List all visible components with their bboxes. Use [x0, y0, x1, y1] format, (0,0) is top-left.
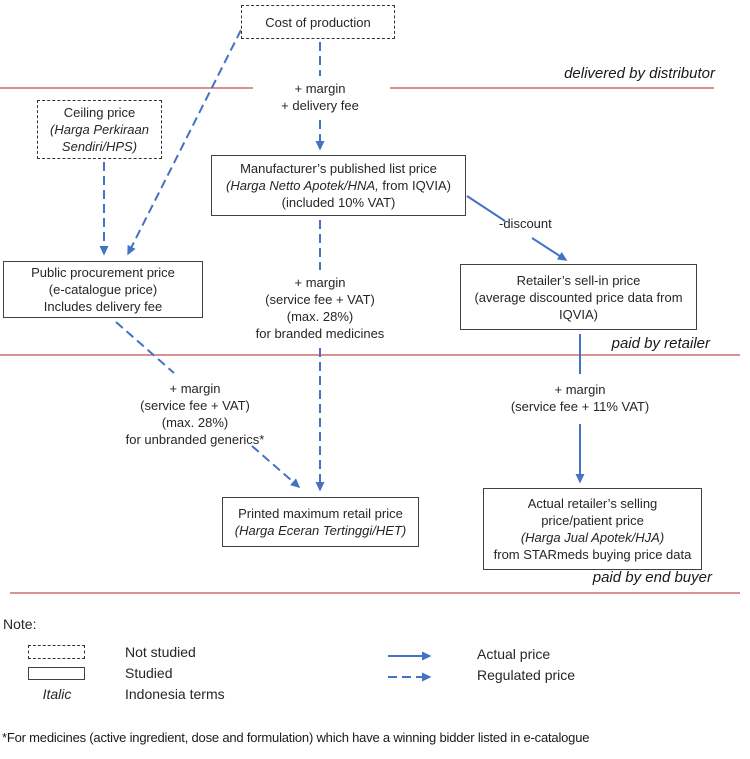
- procurement-to-het-arrow-upper: [115, 321, 175, 374]
- manufacturer-to-sellin-arrow-lower: [531, 237, 568, 261]
- indonesian-term: Sendiri/HPS): [61, 139, 138, 154]
- indonesian-term: (Harga Netto Apotek/HNA,: [226, 178, 379, 193]
- box-line: Cost of production: [265, 14, 371, 30]
- margin-delivery-label: + margin + delivery fee: [250, 80, 390, 114]
- label-line: (service fee + VAT): [265, 292, 375, 307]
- box-line: IQVIA): [558, 306, 598, 322]
- label-line: + margin: [294, 275, 346, 290]
- box-line: Printed maximum retail price: [238, 506, 403, 521]
- box-line: price/patient price: [541, 513, 644, 528]
- label-line: for branded medicines: [255, 326, 385, 341]
- indonesian-term: (Harga Jual Apotek/HJA): [520, 530, 665, 545]
- box-line: (Harga Netto Apotek/HNA, from IQVIA): [212, 177, 465, 194]
- label-line: (service fee + VAT): [140, 398, 250, 413]
- legend-indonesia-terms-label: Indonesia terms: [125, 686, 225, 702]
- legend-studied-label: Studied: [125, 665, 173, 681]
- italic-key-label: Italic: [42, 686, 72, 702]
- cost-of-production-box: Cost of production: [241, 5, 395, 39]
- section-paid-by-end-buyer: paid by end buyer: [592, 569, 712, 586]
- box-line: (e-catalogue price): [48, 282, 158, 297]
- box-line-rest: from IQVIA): [378, 178, 451, 193]
- ceiling-price-box: Ceiling price (Harga Perkiraan Sendiri/H…: [37, 100, 162, 159]
- legend-not-studied-label: Not studied: [125, 644, 196, 660]
- indonesian-term: (Harga Eceran Tertinggi/HET): [234, 523, 407, 538]
- discount-label: -discount: [499, 216, 552, 231]
- margin-retail-label: + margin (service fee + 11% VAT): [480, 381, 680, 415]
- retailer-sellin-price-box: Retailer’s sell-in price (average discou…: [460, 264, 697, 330]
- label-line: + margin: [294, 81, 346, 96]
- box-line: (included 10% VAT): [281, 195, 396, 210]
- box-line: Public procurement price: [31, 265, 175, 280]
- legend-actual-price-label: Actual price: [477, 646, 551, 662]
- box-line: Retailer’s sell-in price: [516, 272, 641, 288]
- legend-regulated-price-label: Regulated price: [477, 667, 576, 683]
- label-line: + margin: [554, 382, 606, 397]
- label-line: (max. 28%): [161, 415, 229, 430]
- note-label: Note:: [3, 616, 37, 632]
- section-delivered-by-distributor: delivered by distributor: [564, 65, 715, 82]
- margin-generics-label: + margin (service fee + VAT) (max. 28%) …: [95, 380, 295, 448]
- procurement-to-het-arrow-lower: [251, 445, 301, 488]
- printed-max-retail-price-box: Printed maximum retail price (Harga Ecer…: [222, 497, 419, 547]
- section-paid-by-retailer: paid by retailer: [611, 335, 710, 352]
- not-studied-box-icon: [28, 645, 85, 659]
- box-line: Manufacturer’s published list price: [240, 161, 437, 176]
- box-line: (average discounted price data from: [474, 289, 683, 305]
- box-line: Ceiling price: [63, 105, 136, 120]
- footnote: *For medicines (active ingredient, dose …: [2, 730, 590, 745]
- actual-retailer-selling-price-box: Actual retailer’s selling price/patient …: [483, 488, 702, 570]
- label-line: + delivery fee: [281, 98, 359, 113]
- box-line: from STARmeds buying price data: [493, 547, 692, 562]
- studied-box-icon: [28, 667, 85, 680]
- label-line: + margin: [169, 381, 221, 396]
- label-line: (service fee + 11% VAT): [510, 399, 650, 414]
- indonesian-term: (Harga Perkiraan: [50, 122, 149, 137]
- manufacturer-list-price-box: Manufacturer’s published list price (Har…: [211, 155, 466, 216]
- label-line: for unbranded generics*: [125, 432, 265, 447]
- margin-branded-label: + margin (service fee + VAT) (max. 28%) …: [230, 274, 410, 342]
- box-line: Includes delivery fee: [43, 299, 163, 314]
- box-line: Actual retailer’s selling: [527, 496, 658, 511]
- label-line: (max. 28%): [286, 309, 354, 324]
- public-procurement-price-box: Public procurement price (e-catalogue pr…: [3, 261, 203, 318]
